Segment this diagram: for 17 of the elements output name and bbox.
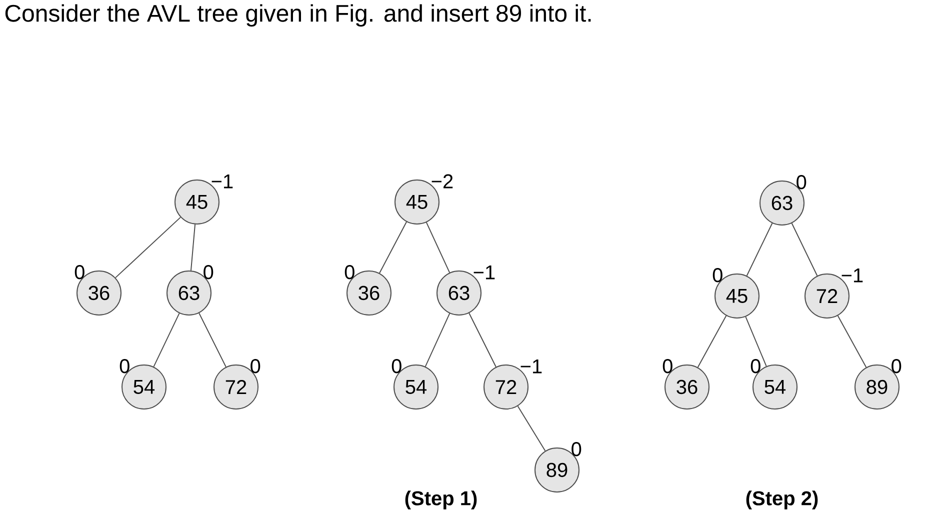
tree-edge [426,222,450,274]
title: Consider the AVL tree given in Fig. and insert 89 into it. [5,4,591,27]
tree-edge [791,222,818,276]
tree-edge [697,315,727,368]
tree-edge [198,312,226,368]
tree-edge [115,216,182,278]
tree-edge [153,312,180,368]
step-caption: (Step 1) [405,490,477,510]
tree-edge [379,221,407,274]
tree-edge [468,312,496,368]
tree-edge [190,224,196,272]
tree-edge [746,222,773,276]
tree-edge [745,316,767,367]
tree-edge [424,312,450,368]
step-caption: (Step 2) [746,490,818,510]
tree-edge [837,315,867,368]
tree-edge [517,406,546,452]
